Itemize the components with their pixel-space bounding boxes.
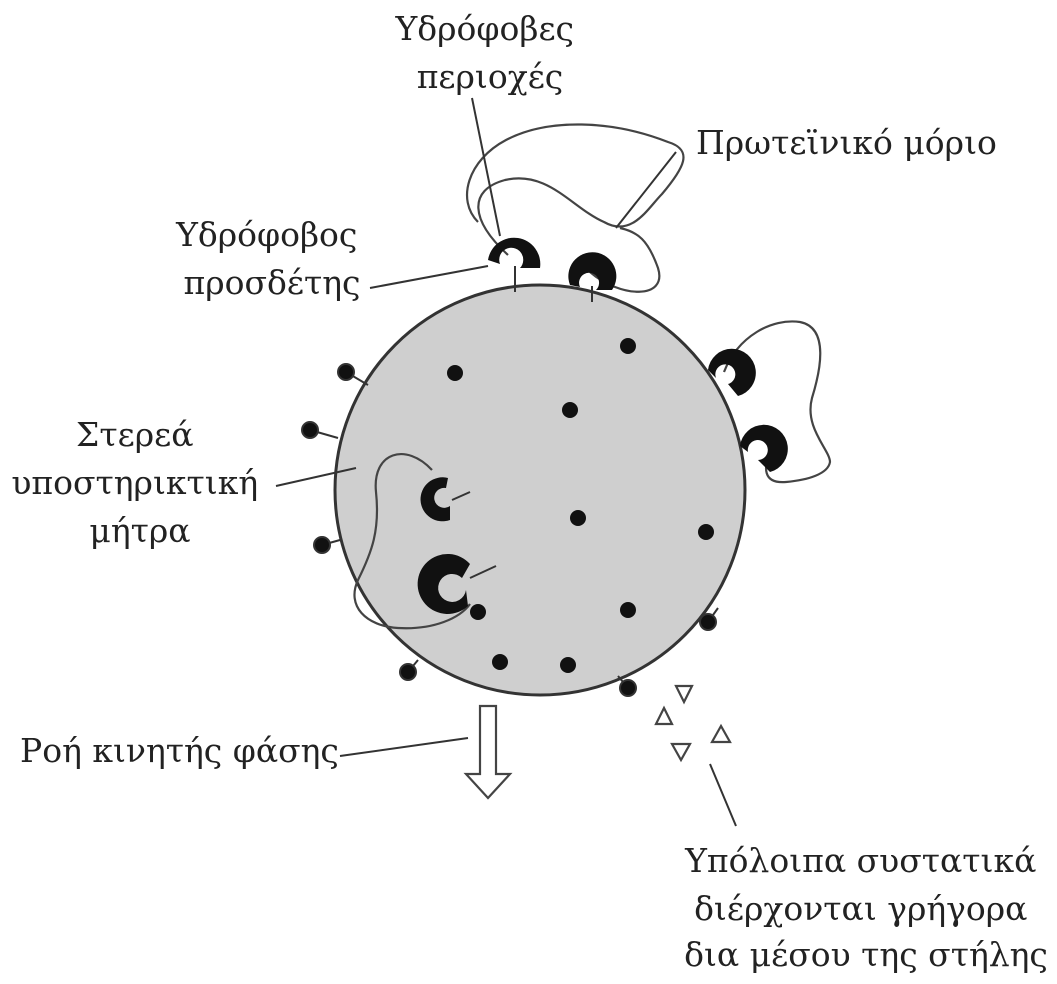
ligand-dot [620,338,636,354]
ligand-dot [562,402,578,418]
support-bead [335,285,745,695]
triangle-icon [672,744,690,760]
ligand-dot [314,537,330,553]
ligand-dot [700,614,716,630]
ligand-dot [560,657,576,673]
triangle-icon [712,726,730,742]
triangle-icon [676,686,692,702]
label-hydrophobic-ligand: Υδρόφοβος προσδέτης [175,215,368,302]
ligand-dot [698,524,714,540]
ligand-dot [620,602,636,618]
ligand-dot [447,365,463,381]
label-solid-support-matrix: Στερεά υποστηρικτική μήτρα [11,415,268,550]
leader-mobile-phase [340,738,468,756]
leader-protein-molecule [616,152,676,228]
label-other-components: Υπόλοιπα συστατικά διέρχονται γρήγορα δι… [684,841,1048,974]
ligand-dot [620,680,636,696]
flow-arrow-icon [466,706,510,798]
label-hydrophobic-regions: Υδρόφοβες περιοχές [394,9,584,96]
ligand-dot [400,664,416,680]
fast-eluting-components [656,686,730,760]
ligand-dot [338,364,354,380]
leader-hydrophobic-ligand [370,266,488,288]
ligand-dot [492,654,508,670]
ligand-dot [570,510,586,526]
ligand-dot [470,604,486,620]
label-protein-molecule: Πρωτεϊνικό μόριο [696,123,997,162]
triangle-icon [656,708,672,724]
label-mobile-phase-flow: Ροή κινητής φάσης [20,731,339,770]
leader-other-components [710,764,736,826]
ligand-dot [302,422,318,438]
